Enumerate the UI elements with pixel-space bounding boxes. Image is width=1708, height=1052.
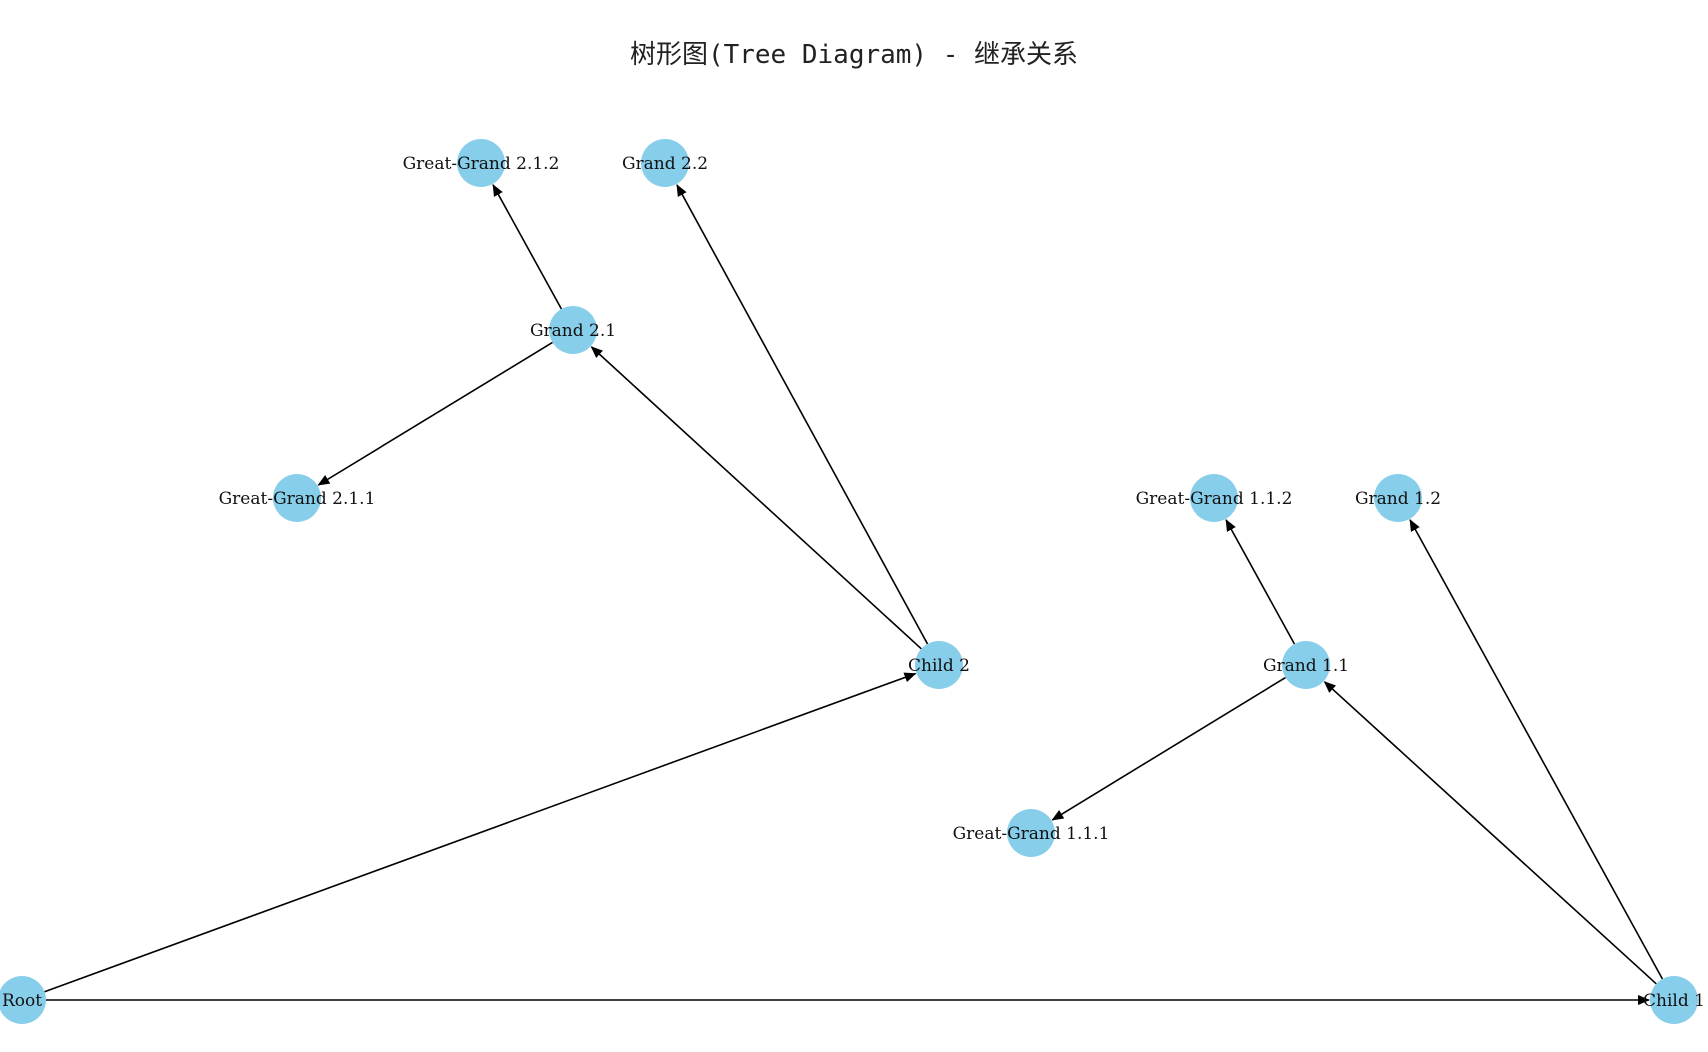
diagram-title: 树形图(Tree Diagram) - 继承关系 — [630, 40, 1078, 70]
node-label-g22: Grand 2.2 — [622, 154, 708, 174]
node-child1 — [1650, 976, 1698, 1024]
edge-child2-to-g21 — [590, 346, 922, 650]
node-label-root: Root — [2, 991, 42, 1011]
edge-child2-to-g22 — [676, 184, 929, 645]
node-label-child1: Child 1 — [1643, 991, 1705, 1011]
edge-g11-to-gg111 — [1051, 676, 1286, 821]
node-g12 — [1374, 474, 1422, 522]
node-label-g12: Grand 1.2 — [1355, 489, 1441, 509]
edge-child1-to-g11 — [1323, 681, 1657, 985]
edge-g11-to-gg112 — [1225, 519, 1296, 645]
node-label-gg111: Great-Grand 1.1.1 — [953, 824, 1110, 844]
node-gg211 — [273, 474, 321, 522]
nodes-layer — [0, 139, 1698, 1024]
node-gg212 — [457, 139, 505, 187]
node-root — [0, 976, 46, 1024]
node-child2 — [915, 641, 963, 689]
edge-g21-to-gg211 — [317, 341, 553, 486]
node-gg112 — [1190, 474, 1238, 522]
node-label-gg112: Great-Grand 1.1.2 — [1136, 489, 1293, 509]
node-g21 — [549, 306, 597, 354]
node-gg111 — [1007, 809, 1055, 857]
edge-root-to-child2 — [44, 672, 917, 993]
node-label-gg211: Great-Grand 2.1.1 — [219, 489, 376, 509]
node-g22 — [641, 139, 689, 187]
edge-g21-to-gg212 — [492, 184, 563, 310]
edge-child1-to-g12 — [1409, 519, 1664, 980]
node-g11 — [1282, 641, 1330, 689]
node-label-g11: Grand 1.1 — [1263, 656, 1349, 676]
labels-layer: Root Child 1 Child 2 Grand 1.1 Grand 1.2 Gran… — [2, 154, 1705, 1011]
edges-layer — [44, 184, 1664, 1005]
node-label-g21: Grand 2.1 — [530, 321, 616, 341]
node-label-gg212: Great-Grand 2.1.2 — [403, 154, 560, 174]
node-label-child2: Child 2 — [908, 656, 970, 676]
